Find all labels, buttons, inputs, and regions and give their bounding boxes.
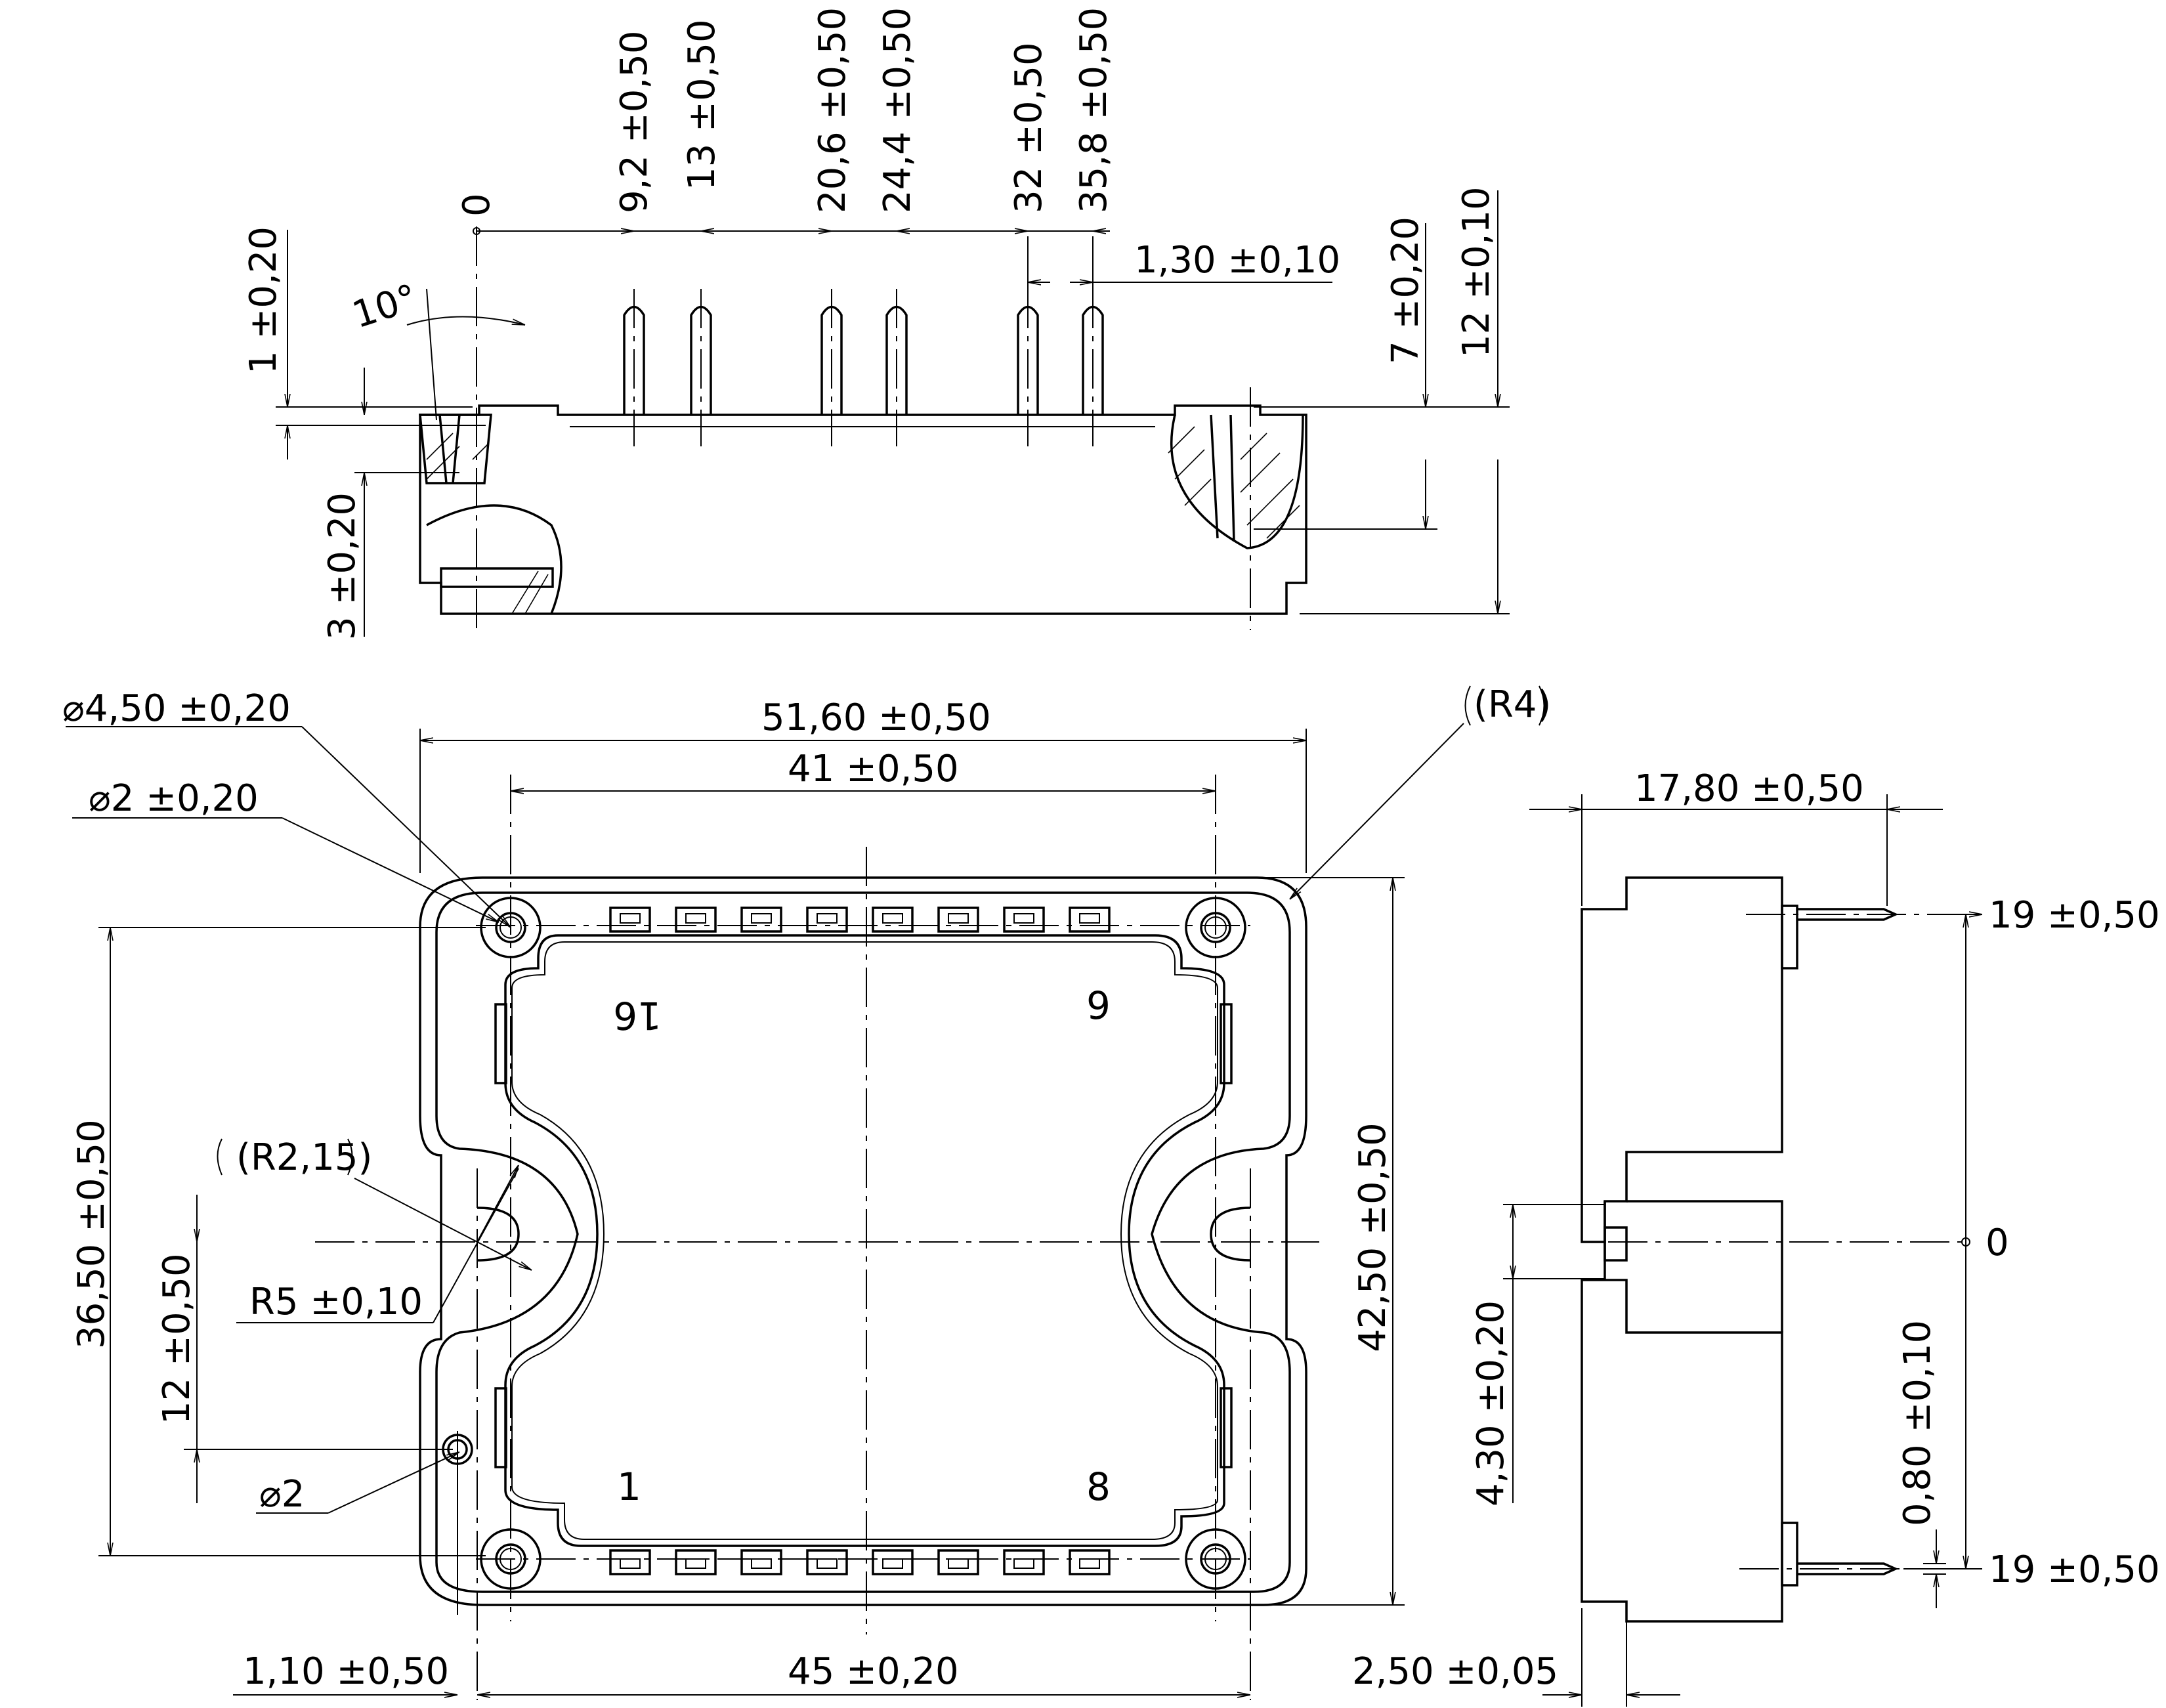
small-hole-offset-label: 12 ±0,50 [156,1253,198,1424]
side-view: 17,80 ±0,50 19 ±0,50 0 19 ±0,50 4,30 ±0,… [1352,767,2160,1707]
pin-reach-label: 17,80 ±0,50 [1634,767,1864,810]
hole-depth-label: 3 ±0,20 [321,492,364,640]
overall-height-top-label: 12 ±0,10 [1455,186,1498,358]
pin-pos-6: 35,8 ±0,50 [1072,7,1115,213]
corner-radius-label: (R4) [1474,683,1551,726]
angle-label: 10° [347,276,422,337]
origin-label-side: 0 [1986,1222,2009,1264]
pin-pos-2: 13 ±0,50 [681,19,723,190]
overall-height-front-label: 42,50 ±0,50 [1351,1122,1394,1352]
top-view-pins [623,289,1104,446]
pin-label-16: 16 [613,993,662,1038]
center-block-label: 4,30 ±0,20 [1470,1300,1512,1506]
pin-pos-5: 32 ±0,50 [1008,42,1050,213]
pin-height-label: 7 ±0,20 [1384,217,1427,364]
vertical-hole-spacing-label: 36,50 ±0,50 [70,1119,113,1349]
top-pin-offset-label: 19 ±0,50 [1989,894,2160,937]
diameter-symbol-icon: ⌀ [89,777,111,820]
pin-thickness-label: 0,80 ±0,10 [1896,1320,1939,1526]
right-mounting-hole-section [1168,414,1304,549]
inner-width-label: 41 ±0,50 [788,748,959,790]
pin-pos-3: 20,6 ±0,50 [811,7,854,213]
small-hole-diameter-label: ⌀2 [259,1473,305,1516]
left-mounting-hole-section [419,414,563,614]
terminal-tabs-top [609,907,1111,933]
pin-label-8: 8 [1086,1464,1111,1509]
origin-label-top: 0 [456,193,498,217]
mounting-holes [480,897,1246,1590]
diameter-symbol-icon: ⌀ [259,1473,282,1516]
top-view: 0 9,2 ±0,50 13 ±0,50 20,6 ±0,50 24,4 ±0,… [242,7,1510,640]
slot-radius-label: R5 ±0,10 [249,1281,423,1323]
inner-hole-diameter-label: ⌀2 ±0,20 [89,777,259,820]
base-thickness-label: 2,50 ±0,05 [1352,1650,1558,1693]
edge-offset-label: 1,10 ±0,50 [243,1650,449,1693]
bottom-pin-offset-label: 19 ±0,50 [1989,1548,2160,1591]
overall-width-label: 51,60 ±0,50 [761,696,991,739]
step-height-label: 1 ±0,20 [242,226,285,374]
pin-pos-1: 9,2 ±0,50 [613,31,656,213]
horizontal-hole-spacing-label: 45 ±0,20 [788,1650,959,1693]
pin-pos-4: 24,4 ±0,50 [876,7,919,213]
front-view: 16 9 1 8 51,60 ±0,50 41 ±0,50 ⌀4,50 ±0,2… [62,683,1551,1700]
diameter-symbol-icon: ⌀ [62,687,85,730]
notch-radius-label: (R2,15) [236,1136,372,1179]
terminal-tabs-bottom [609,1549,1111,1575]
pin-label-1: 1 [617,1464,641,1509]
pin-label-9: 9 [1086,983,1111,1028]
pin-width-label: 1,30 ±0,10 [1134,239,1340,282]
hole-diameter-label: ⌀4,50 ±0,20 [62,687,291,730]
